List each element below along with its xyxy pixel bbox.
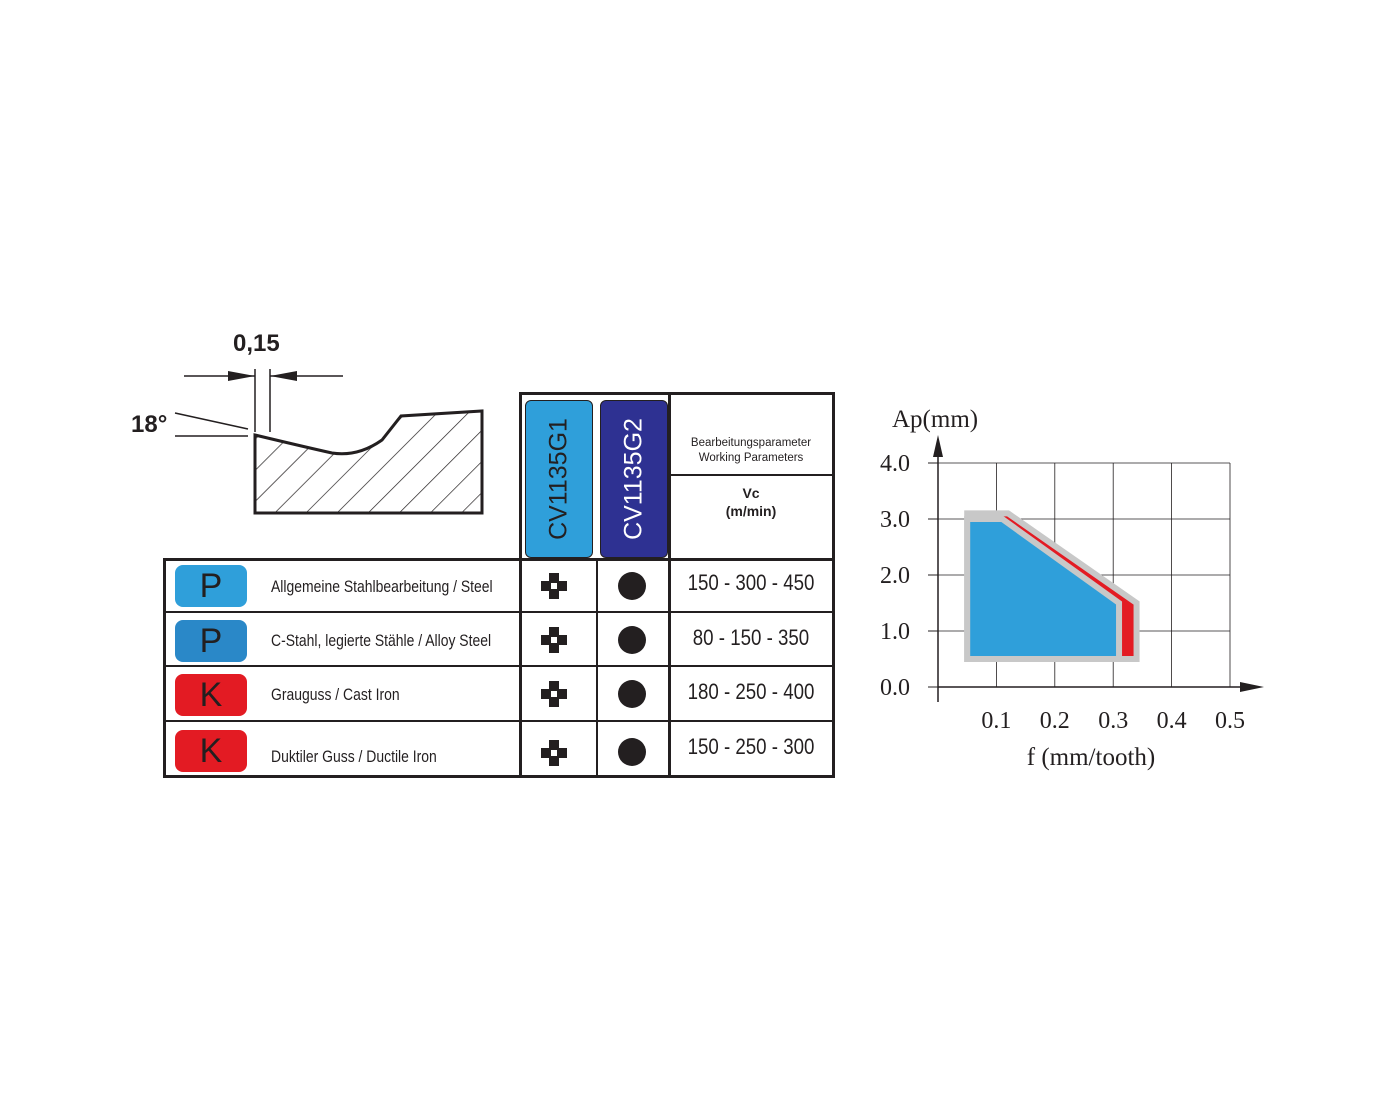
y-tick-label: 4.0 xyxy=(880,451,910,477)
cutting-speed-value: 150 - 250 - 300 xyxy=(687,734,815,759)
cutting-speed-value: 150 - 300 - 450 xyxy=(687,570,815,595)
material-label: C-Stahl, legierte Stähle / Alloy Steel xyxy=(271,631,492,650)
chart-canvas: 0.0 1.0 2.0 3.0 4.0 0.1 0.2 0.3 0.4 0.5 Ap(mm) f … xyxy=(880,406,1264,771)
iso-badge-p: P xyxy=(175,565,247,607)
x-axis-arrow-icon xyxy=(1240,682,1264,692)
cross-shaped-dot-icon xyxy=(541,740,567,766)
iso-badge-k: K xyxy=(175,730,247,772)
y-tick-label: 1.0 xyxy=(880,619,910,645)
x-axis-label: f (mm/tooth) xyxy=(1027,744,1155,771)
material-label: Allgemeine Stahlbearbeitung / Steel xyxy=(271,577,493,596)
y-tick-label: 3.0 xyxy=(880,507,910,533)
chart-axes xyxy=(933,435,1264,702)
column-divider-1 xyxy=(596,558,598,778)
cutting-speed-value: 180 - 250 - 400 xyxy=(687,679,815,704)
filled-circle-icon xyxy=(618,738,646,766)
cross-shaped-dot-icon xyxy=(541,573,567,599)
row-divider-3 xyxy=(163,720,835,722)
row-divider-2 xyxy=(163,665,835,667)
filled-circle-icon xyxy=(618,626,646,654)
arrow-left-icon xyxy=(270,371,297,381)
cross-shaped-dot-icon xyxy=(541,627,567,653)
filled-circle-icon xyxy=(618,572,646,600)
grade-name: CV1135G1 xyxy=(544,418,573,540)
working-parameters-header: Bearbeitungsparameter Working Parameters xyxy=(671,436,831,466)
y-axis-arrow-icon xyxy=(933,435,943,457)
vc-unit: (m/min) xyxy=(725,503,777,519)
cutting-speed-value: 80 - 150 - 350 xyxy=(692,625,810,650)
x-tick-label: 0.1 xyxy=(981,708,1011,734)
vc-label: Vc xyxy=(742,485,760,501)
iso-badge-k: K xyxy=(175,674,247,716)
y-axis-label: Ap(mm) xyxy=(892,406,978,433)
grade-header-cv1135g1: CV1135G1 xyxy=(525,400,593,558)
cutting-speed-header: Vc (m/min) xyxy=(671,484,831,520)
column-divider-2 xyxy=(668,392,671,778)
material-label: Grauguss / Cast Iron xyxy=(271,685,400,704)
land-width-label: 0,15 xyxy=(233,330,280,357)
param-header-divider xyxy=(671,474,835,476)
iso-badge-p: P xyxy=(175,620,247,662)
y-tick-label: 0.0 xyxy=(880,675,910,701)
x-tick-label: 0.3 xyxy=(1098,708,1128,734)
cross-shaped-dot-icon xyxy=(541,681,567,707)
application-area xyxy=(964,516,1123,662)
rake-angle-label: 18° xyxy=(131,411,168,438)
profile-drawing xyxy=(174,369,484,515)
arrow-right-icon xyxy=(228,371,255,381)
profile-outline xyxy=(253,409,484,515)
x-tick-label: 0.4 xyxy=(1157,708,1187,734)
material-label: Duktiler Guss / Ductile Iron xyxy=(271,747,437,766)
angle-leader-upper xyxy=(174,412,249,430)
x-tick-label: 0.2 xyxy=(1040,708,1070,734)
application-range-chart: 0.0 1.0 2.0 3.0 4.0 0.1 0.2 0.3 0.4 0.5 Ap(mm) f … xyxy=(870,395,1290,780)
grade-name: CV1135G2 xyxy=(619,418,648,540)
x-tick-label: 0.5 xyxy=(1215,708,1245,734)
chart-areas xyxy=(964,510,1140,662)
chart-ticks: 0.0 1.0 2.0 3.0 4.0 0.1 0.2 0.3 0.4 0.5 xyxy=(880,451,1245,734)
param-header-de: Bearbeitungsparameter xyxy=(690,437,812,449)
insert-profile-sketch: 0,15 18° xyxy=(120,325,500,525)
param-header-en: Working Parameters xyxy=(698,452,804,464)
grade-table: CV1135G1 CV1135G2 Bearbeitungsparameter … xyxy=(163,392,835,778)
filled-circle-icon xyxy=(618,680,646,708)
row-divider-1 xyxy=(163,611,835,613)
grade-header-cv1135g2: CV1135G2 xyxy=(600,400,668,558)
body-frame xyxy=(163,558,835,778)
y-tick-label: 2.0 xyxy=(880,563,910,589)
